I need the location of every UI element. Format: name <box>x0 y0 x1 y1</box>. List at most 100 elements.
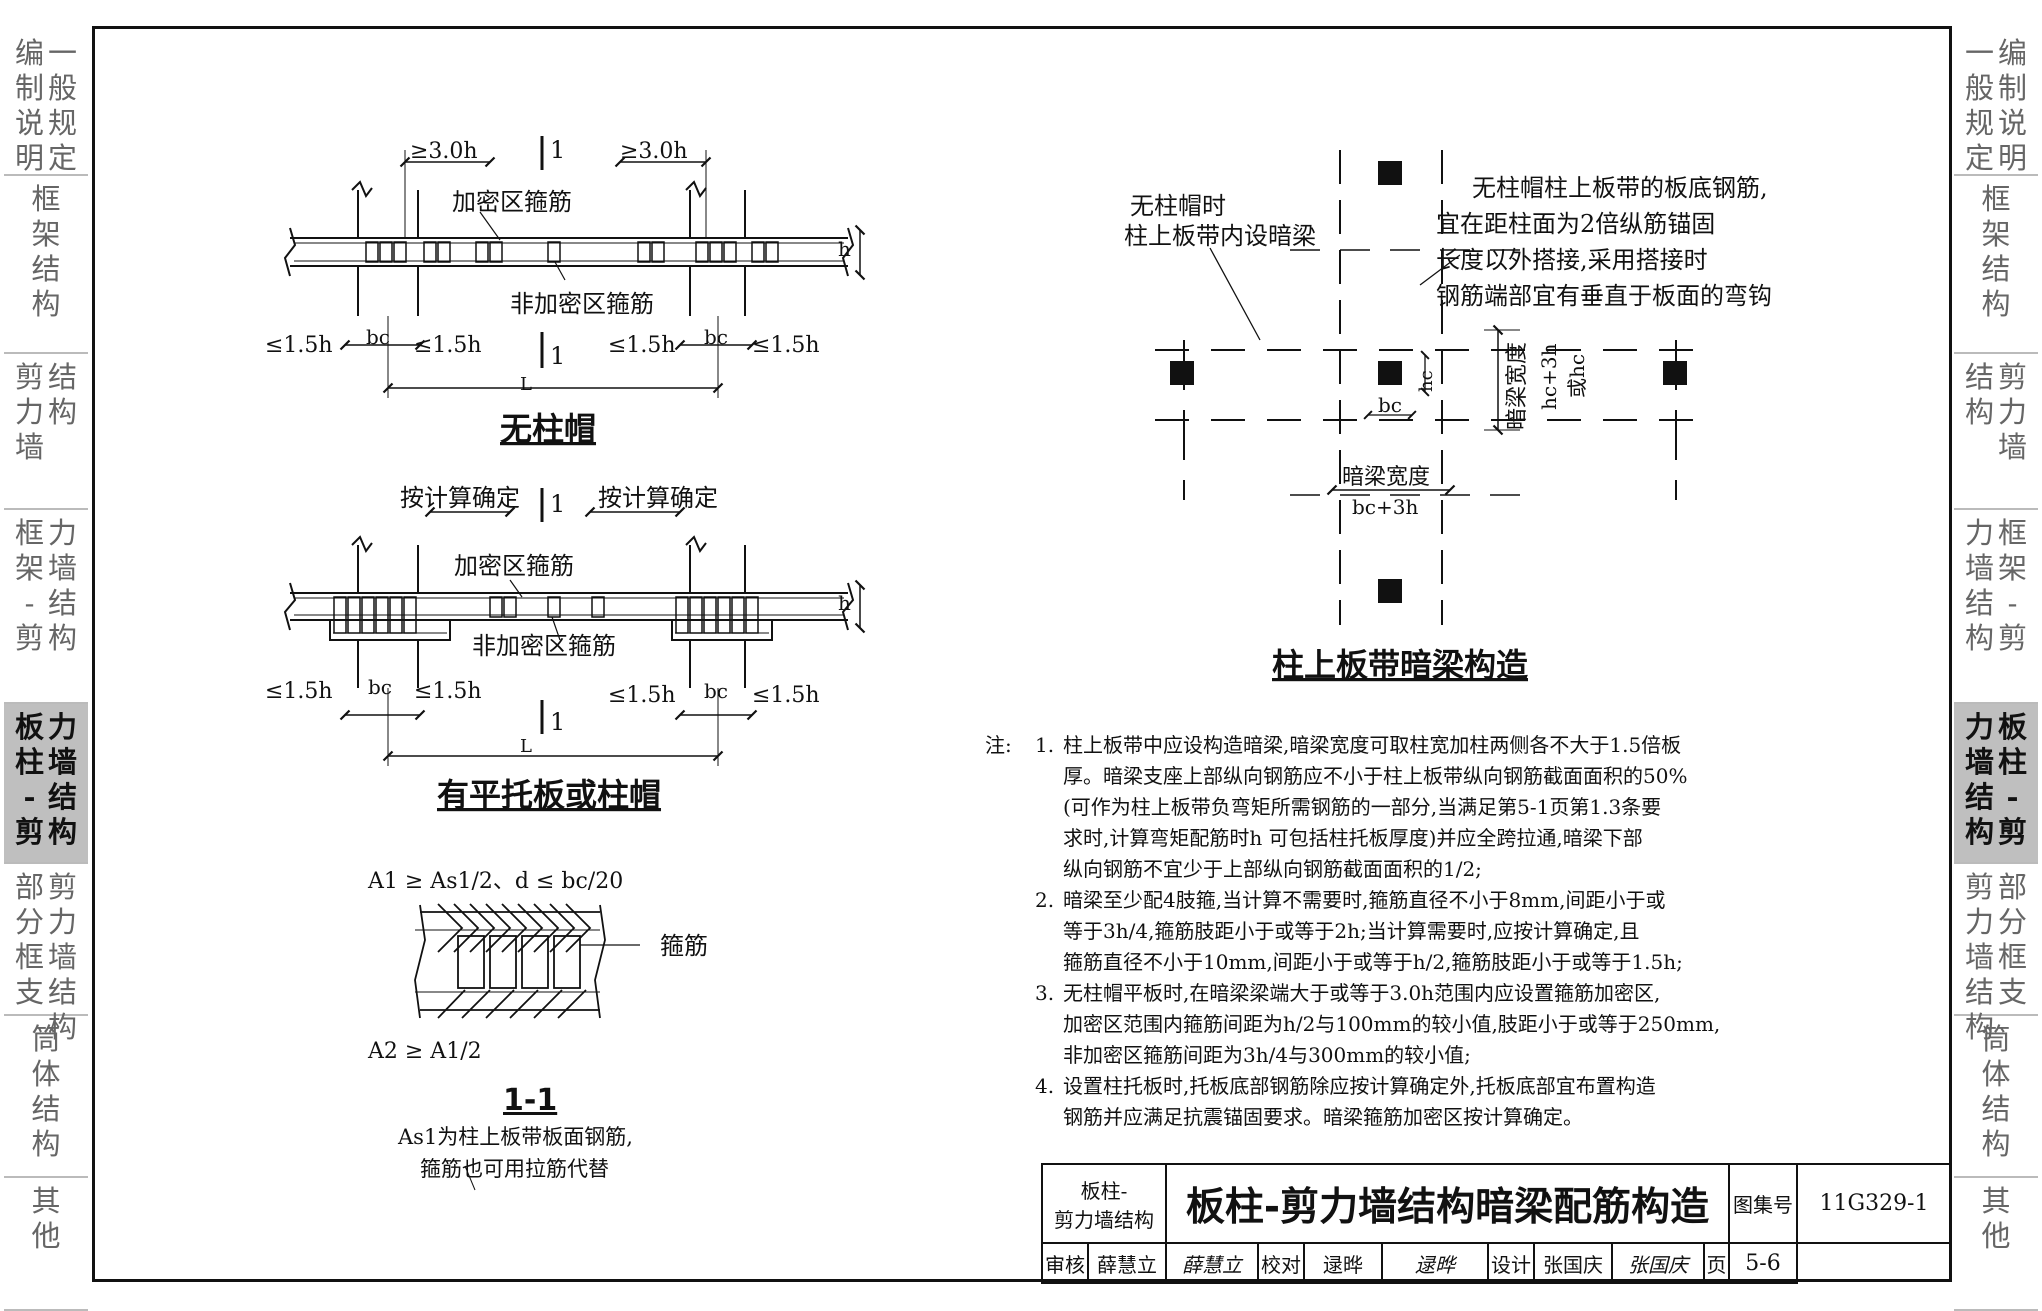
note-line: 暗梁至少配4肢箍,当计算不需要时,箍筋直径不小于8mm,间距小于或 <box>1063 888 1666 912</box>
review-label: 审核 <box>1041 1242 1089 1284</box>
side-tab-label: 力墙结构 <box>1964 516 1994 655</box>
note-line: 箍筋直径不小于10mm,间距小于或等于h/2,箍筋肢距小于或等于1.5h; <box>1063 950 1683 974</box>
fig2-L: L <box>520 736 532 757</box>
side-tab-7[interactable]: 筒体结构 <box>1954 1016 2038 1178</box>
notes-block: 注: 1. 柱上板带中应设构造暗梁,暗梁宽度可取柱宽加柱两侧各不大于1.5倍板 … <box>985 730 1815 1133</box>
note-line: 等于3h/4,箍筋肢距小于或等于2h;当计算需要时,应按计算确定,且 <box>1063 919 1640 943</box>
note-number: 2. <box>1035 888 1055 912</box>
fig2-bc-2: bc <box>704 679 728 703</box>
fig1-label-dense: 加密区箍筋 <box>452 188 572 216</box>
side-tab-label: 剪力墙 <box>14 360 44 464</box>
fig2-label-dense: 加密区箍筋 <box>454 552 574 580</box>
fig4-right-label-2: 宜在距柱面为2倍纵筋锚固 <box>1436 210 1715 238</box>
note-line: 设置柱托板时,托板底部钢筋除应按计算确定外,托板底部宜布置构造 <box>1063 1074 1656 1098</box>
side-tab-5[interactable]: 力墙结构板柱-剪 <box>4 704 88 864</box>
note-line: 加密区范围内箍筋间距为h/2与100mm的较小值,肢距小于或等于250mm, <box>1063 1012 1721 1036</box>
side-tab-label: 剪力墙结构 <box>48 870 78 1044</box>
check-signature: 逯晔 <box>1381 1242 1489 1284</box>
fig2-le15-1: ≤1.5h <box>265 679 333 704</box>
side-tab-8[interactable]: 其他 <box>1954 1178 2038 1311</box>
fig2-bc-1: bc <box>368 675 392 699</box>
fig4-vert-width-value-1: hc+3h <box>1537 343 1561 410</box>
fig3-label-stirrup: 箍筋 <box>660 932 708 960</box>
side-tab-label: 力墙结构 <box>1964 710 1994 849</box>
fig1-label-nondense: 非加密区箍筋 <box>510 290 654 318</box>
fig4-hc: hc <box>1416 370 1437 392</box>
category-cell: 板柱- 剪力墙结构 <box>1041 1163 1167 1244</box>
title-block: 板柱- 剪力墙结构 板柱-剪力墙结构暗梁配筋构造 图集号 11G329-1 审核… <box>1041 1163 1952 1284</box>
side-tab-label: 筒体结构 <box>1981 1022 2011 1161</box>
fig2-le15-3: ≤1.5h <box>608 683 676 708</box>
side-tab-5[interactable]: 力墙结构板柱-剪 <box>1954 704 2038 864</box>
fig2-le15-4: ≤1.5h <box>752 683 820 708</box>
side-tab-3[interactable]: 结构剪力墙 <box>4 354 88 510</box>
review-signature: 薛慧立 <box>1165 1242 1259 1284</box>
side-tab-label: 结构 <box>1964 360 1994 429</box>
fig1-le15-3: ≤1.5h <box>608 333 676 358</box>
design-signature: 张国庆 <box>1611 1242 1705 1284</box>
side-tab-2[interactable]: 框架结构 <box>1954 176 2038 354</box>
note-line: 厚。暗梁支座上部纵向钢筋应不小于柱上板带纵向钢筋截面面积的50% <box>1063 764 1688 788</box>
side-tab-6[interactable]: 剪力墙结构部分框支 <box>4 864 88 1044</box>
category-line-1: 板柱- <box>1080 1178 1128 1203</box>
category-line-2: 剪力墙结构 <box>1054 1207 1154 1232</box>
note-line: 无柱帽平板时,在暗梁梁端大于或等于3.0h范围内应设置箍筋加密区, <box>1063 981 1661 1005</box>
note-line: 纵向钢筋不宜少于上部纵向钢筋截面面积的1/2; <box>1063 857 1482 881</box>
fig1-section-mark-bottom: 1 <box>550 342 565 370</box>
side-tab-label: 框架结构 <box>1981 182 2011 321</box>
note-number: 3. <box>1035 981 1055 1005</box>
fig3-caption-1: As1为柱上板带板面钢筋, <box>397 1125 633 1149</box>
side-tab-label: 编制说明 <box>1998 36 2028 175</box>
side-tab-8[interactable]: 其他 <box>4 1178 88 1311</box>
check-label: 校对 <box>1257 1242 1305 1284</box>
side-tab-1[interactable]: 一般规定编制说明 <box>1954 30 2038 176</box>
side-tab-2[interactable]: 框架结构 <box>4 176 88 354</box>
side-tab-4[interactable]: 力墙结构框架-剪 <box>1954 510 2038 704</box>
design-name: 张国庆 <box>1533 1242 1613 1284</box>
fig1-le15-1: ≤1.5h <box>265 333 333 358</box>
side-tab-1[interactable]: 一般规定编制说明 <box>4 30 88 176</box>
side-tab-label: 其他 <box>1981 1184 2011 1253</box>
notes-lead: 注: <box>985 733 1012 757</box>
fig3-title: 1-1 <box>503 1083 557 1118</box>
side-tab-label: 一般规定 <box>1964 36 1994 175</box>
fig1-le15-4: ≤1.5h <box>752 333 820 358</box>
figure-with-drop-panel <box>283 488 866 766</box>
side-tab-label: 框架结构 <box>31 182 61 321</box>
side-tab-4[interactable]: 力墙结构框架-剪 <box>4 510 88 704</box>
fig1-bc-1: bc <box>366 325 390 349</box>
fig2-h: h <box>838 591 851 615</box>
side-tab-7[interactable]: 筒体结构 <box>4 1016 88 1178</box>
review-name: 薛慧立 <box>1087 1242 1167 1284</box>
fig2-dim-right: 按计算确定 <box>598 484 718 512</box>
page-number: 5-6 <box>1728 1242 1798 1284</box>
drawing-frame <box>92 26 1952 1282</box>
note-line: 柱上板带中应设构造暗梁,暗梁宽度可取柱宽加柱两侧各不大于1.5倍板 <box>1063 733 1682 757</box>
fig2-dim-left: 按计算确定 <box>400 484 520 512</box>
fig4-right-label-1: 无柱帽柱上板带的板底钢筋, <box>1472 174 1768 202</box>
fig4-vert-width-value-2: 或hc <box>1565 354 1589 398</box>
fig2-section-mark-bottom: 1 <box>550 708 565 736</box>
figure-section-1-1 <box>414 903 640 1191</box>
side-tab-label: 编制说明 <box>14 36 44 175</box>
side-tab-label: 板柱-剪 <box>1998 710 2028 849</box>
side-tab-3[interactable]: 结构剪力墙 <box>1954 354 2038 510</box>
fig2-section-mark-top: 1 <box>550 490 565 518</box>
side-tab-label: 力墙结构 <box>48 516 78 655</box>
fig4-horiz-width-label: 暗梁宽度 <box>1342 465 1430 490</box>
side-tab-label: 力墙结构 <box>48 710 78 849</box>
side-tab-label: 剪力墙 <box>1998 360 2028 464</box>
fig4-bc: bc <box>1378 393 1402 417</box>
note-2: 2. 暗梁至少配4肢箍,当计算不需要时,箍筋直径不小于8mm,间距小于或 等于3… <box>985 885 1815 978</box>
side-tab-6[interactable]: 剪力墙结构部分框支 <box>1954 864 2038 1044</box>
fig4-left-label-1: 无柱帽时 <box>1130 192 1226 220</box>
atlas-number: 11G329-1 <box>1796 1163 1952 1244</box>
note-line: 非加密区箍筋间距为3h/4与300mm的较小值; <box>1063 1043 1471 1067</box>
side-tab-label: 结构 <box>48 360 78 429</box>
fig1-h: h <box>838 237 851 261</box>
fig4-right-label-4: 钢筋端部宜有垂直于板面的弯钩 <box>1436 282 1772 310</box>
fig1-bc-2: bc <box>704 325 728 349</box>
fig1-le15-2: ≤1.5h <box>414 333 482 358</box>
fig4-title: 柱上板带暗梁构造 <box>1272 646 1528 684</box>
